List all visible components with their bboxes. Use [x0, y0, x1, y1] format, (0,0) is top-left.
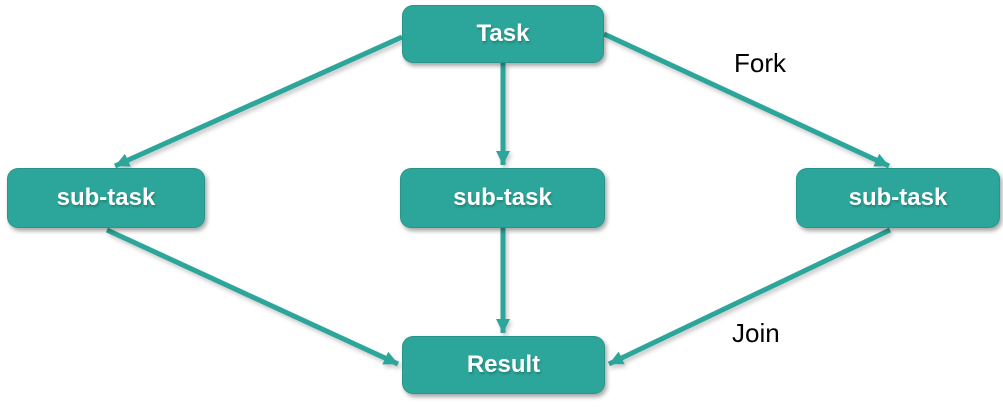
node-result: Result: [402, 336, 605, 394]
edge-label-join: Join: [732, 318, 780, 348]
node-subtask-left: sub-task: [7, 168, 205, 228]
node-subtask-left-label: sub-task: [56, 184, 156, 211]
node-result-label: Result: [466, 351, 541, 378]
node-subtask-center: sub-task: [400, 168, 605, 228]
edge-subtask-right-to-result-join: [607, 227, 892, 367]
edge-task-to-subtask-left: [113, 34, 404, 169]
node-task: Task: [402, 5, 604, 63]
edge-task-to-subtask-right-fork: [602, 31, 891, 169]
edge-subtask-left-to-result: [105, 227, 400, 367]
node-subtask-center-label: sub-task: [453, 184, 552, 211]
edge-label-fork: Fork: [734, 48, 786, 78]
node-task-label: Task: [476, 20, 530, 47]
node-subtask-right: sub-task: [796, 168, 1000, 228]
node-subtask-right-label: sub-task: [848, 184, 948, 211]
